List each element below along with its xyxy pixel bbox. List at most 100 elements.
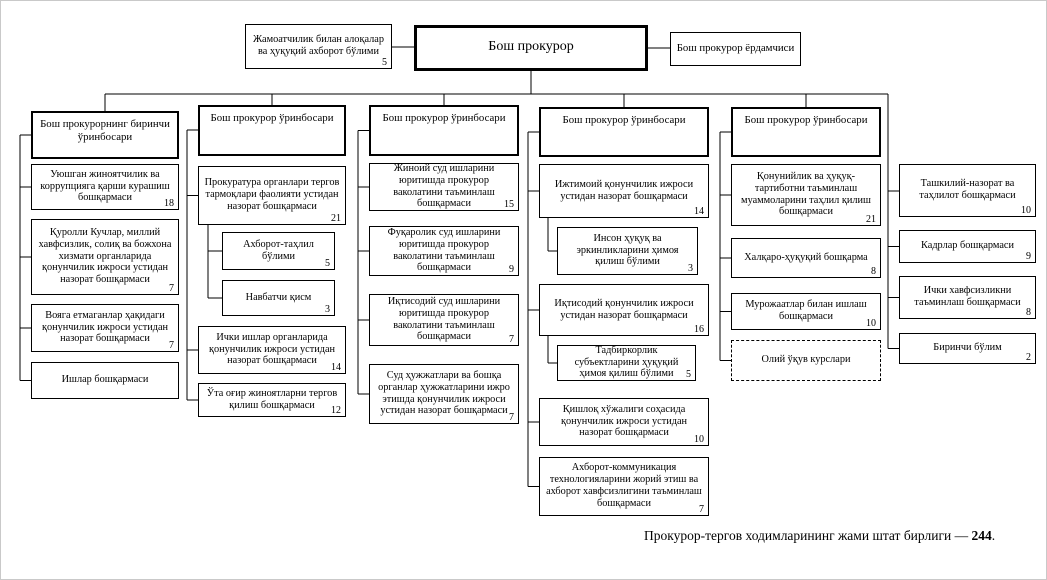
box-label: Биринчи бўлим [933,342,1002,354]
box-court-documents-dept: Суд ҳужжатлари ва бошқа органлар ҳужжатл… [369,364,519,424]
box-count: 9 [1026,251,1031,262]
box-economic-legislation-dept: Иқтисодий қонунчилик ижроси устидан назо… [539,284,709,336]
box-label: Иқтисодий суд ишларини юритишда прокурор… [387,295,501,343]
box-label: Ички ишлар органларида қонунчилик ижроси… [208,331,336,367]
box-internal-affairs-oversight-dept: Ички ишлар органларида қонунчилик ижроси… [198,326,346,374]
box-deputy5-header: Бош прокурор ўринбосари [731,107,881,157]
box-count: 14 [331,362,341,373]
box-count: 3 [325,304,330,315]
box-ict-security-dept: Ахборот-коммуникация технологияларини жо… [539,457,709,516]
box-label: Қонунийлик ва ҳуқуқ-тартиботни таъминлаш… [741,170,871,218]
box-deputy3-header: Бош прокурор ўринбосари [369,105,519,156]
box-count: 10 [1021,205,1031,216]
box-internal-security-dept: Ички хавфсизликни таъминлаш бошқармаси 8 [899,276,1036,319]
box-assistant: Бош прокурор ёрдамчиси [670,32,801,66]
box-label: Ижтимоий қонунчилик ижроси устидан назор… [554,178,694,202]
box-higher-courses: Олий ўқув курслари [731,340,881,381]
box-label: Бош прокурор ёрдамчиси [676,42,795,55]
total-staff-note: Прокурор-тергов ходимларининг жами штат … [644,528,995,544]
total-staff-text: Прокурор-тергов ходимларининг жами штат … [644,528,972,543]
box-count: 8 [871,266,876,277]
total-staff-period: . [991,528,996,543]
box-appeals-dept: Мурожаатлар билан ишлаш бошқармаси 10 [731,293,881,330]
box-personnel-dept: Кадрлар бошқармаси 9 [899,230,1036,263]
box-count: 7 [509,334,514,345]
box-label: Олий ўқув курслари [761,354,851,366]
box-label: Навбатчи қисм [245,291,312,303]
box-first-unit: Биринчи бўлим 2 [899,333,1036,364]
box-label: Бош прокурор ўринбосари [210,112,334,124]
box-deputy4-header: Бош прокурор ўринбосари [539,107,709,157]
box-label: Прокуратура органлари тергов тармоқлари … [204,177,340,212]
box-economic-court-dept: Иқтисодий суд ишларини юритишда прокурор… [369,294,519,346]
box-count: 5 [686,369,691,380]
box-label: Вояга етмаганлар ҳақидаги қонунчилик ижр… [41,309,169,345]
box-label: Жамоатчилик билан алоқалар ва ҳуқуқий ах… [253,34,384,57]
box-count: 10 [866,318,876,329]
box-count: 7 [169,340,174,351]
box-label: Қуролли Кучлар, миллий хавфсизлик, солиқ… [38,226,172,286]
box-label: Бош прокурор [488,39,574,55]
box-count: 16 [694,324,704,335]
box-count: 9 [509,264,514,275]
box-label: Фуқаролик суд ишларини юритишда прокурор… [387,226,501,274]
box-label: Бош прокурорнинг биринчи ўринбосари [40,118,170,143]
box-count: 14 [694,206,704,217]
box-count: 12 [331,405,341,416]
box-label: Ўта оғир жиноятларни тергов қилиш бошқар… [206,387,338,411]
box-international-law-dept: Халқаро-ҳуқуқий бошқарма 8 [731,238,881,278]
box-general-prosecutor: Бош прокурор [414,25,648,71]
box-label: Суд ҳужжатлари ва бошқа органлар ҳужжатл… [378,369,510,417]
box-label: Қишлоқ хўжалиги соҳасида қонунчилик ижро… [560,403,688,439]
box-label: Бош прокурор ўринбосари [744,114,868,126]
box-deputy2-header: Бош прокурор ўринбосари [198,105,346,156]
box-label: Жиноий суд ишларини юритишда прокурор ва… [393,162,495,210]
box-count: 7 [509,412,514,423]
box-armed-forces-dept: Қуролли Кучлар, миллий хавфсизлик, солиқ… [31,219,179,295]
box-label: Ахборот-таҳлил бўлими [243,238,314,262]
box-label: Мурожаатлар билан ишлаш бошқармаси [745,299,867,322]
box-label: Ахборот-коммуникация технологияларини жо… [546,462,702,509]
box-count: 15 [504,199,514,210]
box-count: 18 [164,198,174,209]
box-law-order-analysis-dept: Қонунийлик ва ҳуқуқ-тартиботни таъминлаш… [731,164,881,226]
box-human-rights-unit: Инсон ҳуқуқ ва эркинликларини ҳимоя қили… [557,227,698,275]
box-criminal-court-dept: Жиноий суд ишларини юритишда прокурор ва… [369,163,519,211]
box-label: Ички хавфсизликни таъминлаш бошқармаси [914,285,1021,308]
box-label: Халқаро-ҳуқуқий бошқарма [744,251,868,263]
box-count: 5 [325,258,330,269]
box-label: Кадрлар бошқармаси [921,240,1014,252]
box-count: 2 [1026,352,1031,363]
box-first-deputy-header: Бош прокурорнинг биринчи ўринбосари [31,111,179,159]
box-label: Уюшган жиноятчилик ва коррупцияга қарши … [40,168,170,204]
box-label: Ишлар бошқармаси [61,374,149,386]
box-label: Инсон ҳуқуқ ва эркинликларини ҳимоя қили… [576,232,679,268]
box-info-analysis-unit: Ахборот-таҳлил бўлими 5 [222,232,335,270]
box-organizational-control-dept: Ташкилий-назорат ва таҳлилот бошқармаси … [899,164,1036,217]
box-organized-crime-dept: Уюшган жиноятчилик ва коррупцияга қарши … [31,164,179,210]
box-affairs-dept: Ишлар бошқармаси [31,362,179,399]
box-count: 10 [694,434,704,445]
box-public-relations-dept: Жамоатчилик билан алоқалар ва ҳуқуқий ах… [245,24,392,69]
box-label: Ташкилий-назорат ва таҳлилот бошқармаси [919,178,1016,201]
box-count: 7 [169,283,174,294]
box-count: 21 [331,213,341,224]
box-label: Бош прокурор ўринбосари [382,112,506,124]
box-social-legislation-dept: Ижтимоий қонунчилик ижроси устидан назор… [539,164,709,218]
box-label: Иқтисодий қонунчилик ижроси устидан назо… [554,297,694,321]
box-count: 5 [382,57,387,68]
box-agriculture-dept: Қишлоқ хўжалиги соҳасида қонунчилик ижро… [539,398,709,446]
box-investigation-oversight-dept: Прокуратура органлари тергов тармоқлари … [198,166,346,225]
box-count: 7 [699,504,704,515]
box-count: 8 [1026,307,1031,318]
box-count: 3 [688,263,693,274]
box-civil-court-dept: Фуқаролик суд ишларини юритишда прокурор… [369,226,519,276]
box-business-protection-unit: Тадбиркорлик субъектларини ҳуқуқий ҳимоя… [557,345,696,381]
box-count: 21 [866,214,876,225]
box-minors-dept: Вояга етмаганлар ҳақидаги қонунчилик ижр… [31,304,179,352]
box-duty-unit: Навбатчи қисм 3 [222,280,335,316]
total-staff-value: 244 [971,528,992,543]
box-label: Бош прокурор ўринбосари [562,114,686,126]
